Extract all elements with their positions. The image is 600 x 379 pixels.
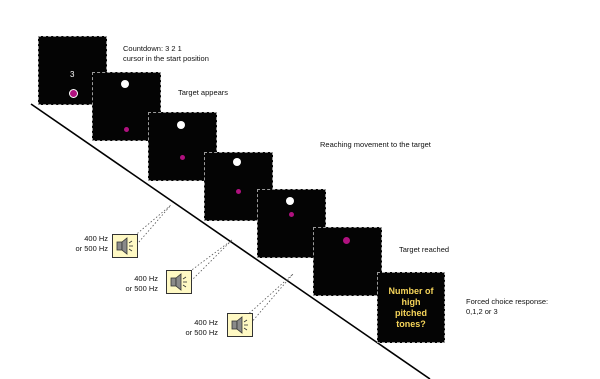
target-dot <box>233 158 241 166</box>
response-question: Number of high pitched tones? <box>388 285 434 329</box>
speaker-icon <box>112 234 138 258</box>
target-dot <box>177 121 185 129</box>
response-label: Forced choice response: 0,1,2 or 3 <box>466 297 549 316</box>
reaching-label: Reaching movement to the target <box>320 140 431 149</box>
cursor-on-target <box>343 237 350 244</box>
target-dot <box>121 80 129 88</box>
start-position-cursor <box>69 89 78 98</box>
tone-label-1: 400 Hz or 500 Hz <box>75 234 108 253</box>
countdown-label: Countdown: 3 2 1 cursor in the start pos… <box>123 44 209 63</box>
dotted-connector <box>131 204 172 251</box>
target-dot <box>286 197 294 205</box>
dotted-connector <box>243 273 294 319</box>
cursor-dot <box>236 189 241 194</box>
tone-label-2: 400 Hz or 500 Hz <box>125 274 158 293</box>
target-reached-frame <box>313 227 382 296</box>
dotted-connector <box>131 204 172 239</box>
cursor-dot <box>124 127 129 132</box>
cursor-dot <box>289 212 294 217</box>
speaker-icon <box>166 270 192 294</box>
target-reached-label: Target reached <box>399 245 450 254</box>
speaker-icon <box>227 313 253 337</box>
dotted-connector <box>180 239 233 292</box>
response-frame: Number of high pitched tones? <box>377 272 445 343</box>
cursor-dot <box>180 155 185 160</box>
countdown-number: 3 <box>70 70 75 79</box>
target-appears-label: Target appears <box>178 88 229 97</box>
tone-label-3: 400 Hz or 500 Hz <box>185 318 218 337</box>
